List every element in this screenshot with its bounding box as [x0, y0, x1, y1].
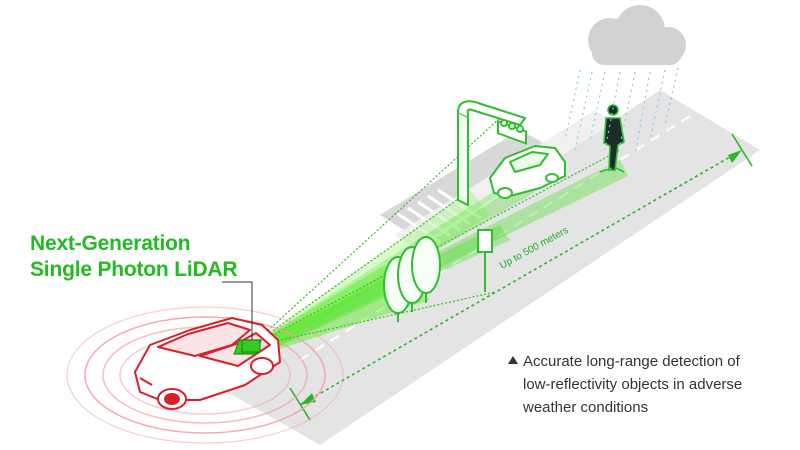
tree-icon [411, 236, 441, 303]
crosswalk [397, 188, 481, 244]
caption-line-1: Accurate long-range detection of [523, 353, 740, 370]
traffic-light-icon [457, 100, 527, 207]
road-sign-icon [477, 229, 493, 292]
caption-line-2: low-reflectivity objects in adverse [523, 376, 743, 393]
title-line-1: Next-Generation [30, 232, 191, 255]
rain-cloud-icon [564, 5, 686, 156]
car-icon [489, 145, 566, 199]
trees [383, 236, 441, 322]
title-line-2: Single Photon LiDAR [30, 258, 238, 281]
caption-line-3: weather conditions [523, 399, 649, 416]
ego-car-icon [134, 317, 281, 410]
signal-rings [66, 306, 344, 444]
lidar-sensor-icon [222, 281, 263, 355]
triangle-up-icon [508, 356, 518, 364]
